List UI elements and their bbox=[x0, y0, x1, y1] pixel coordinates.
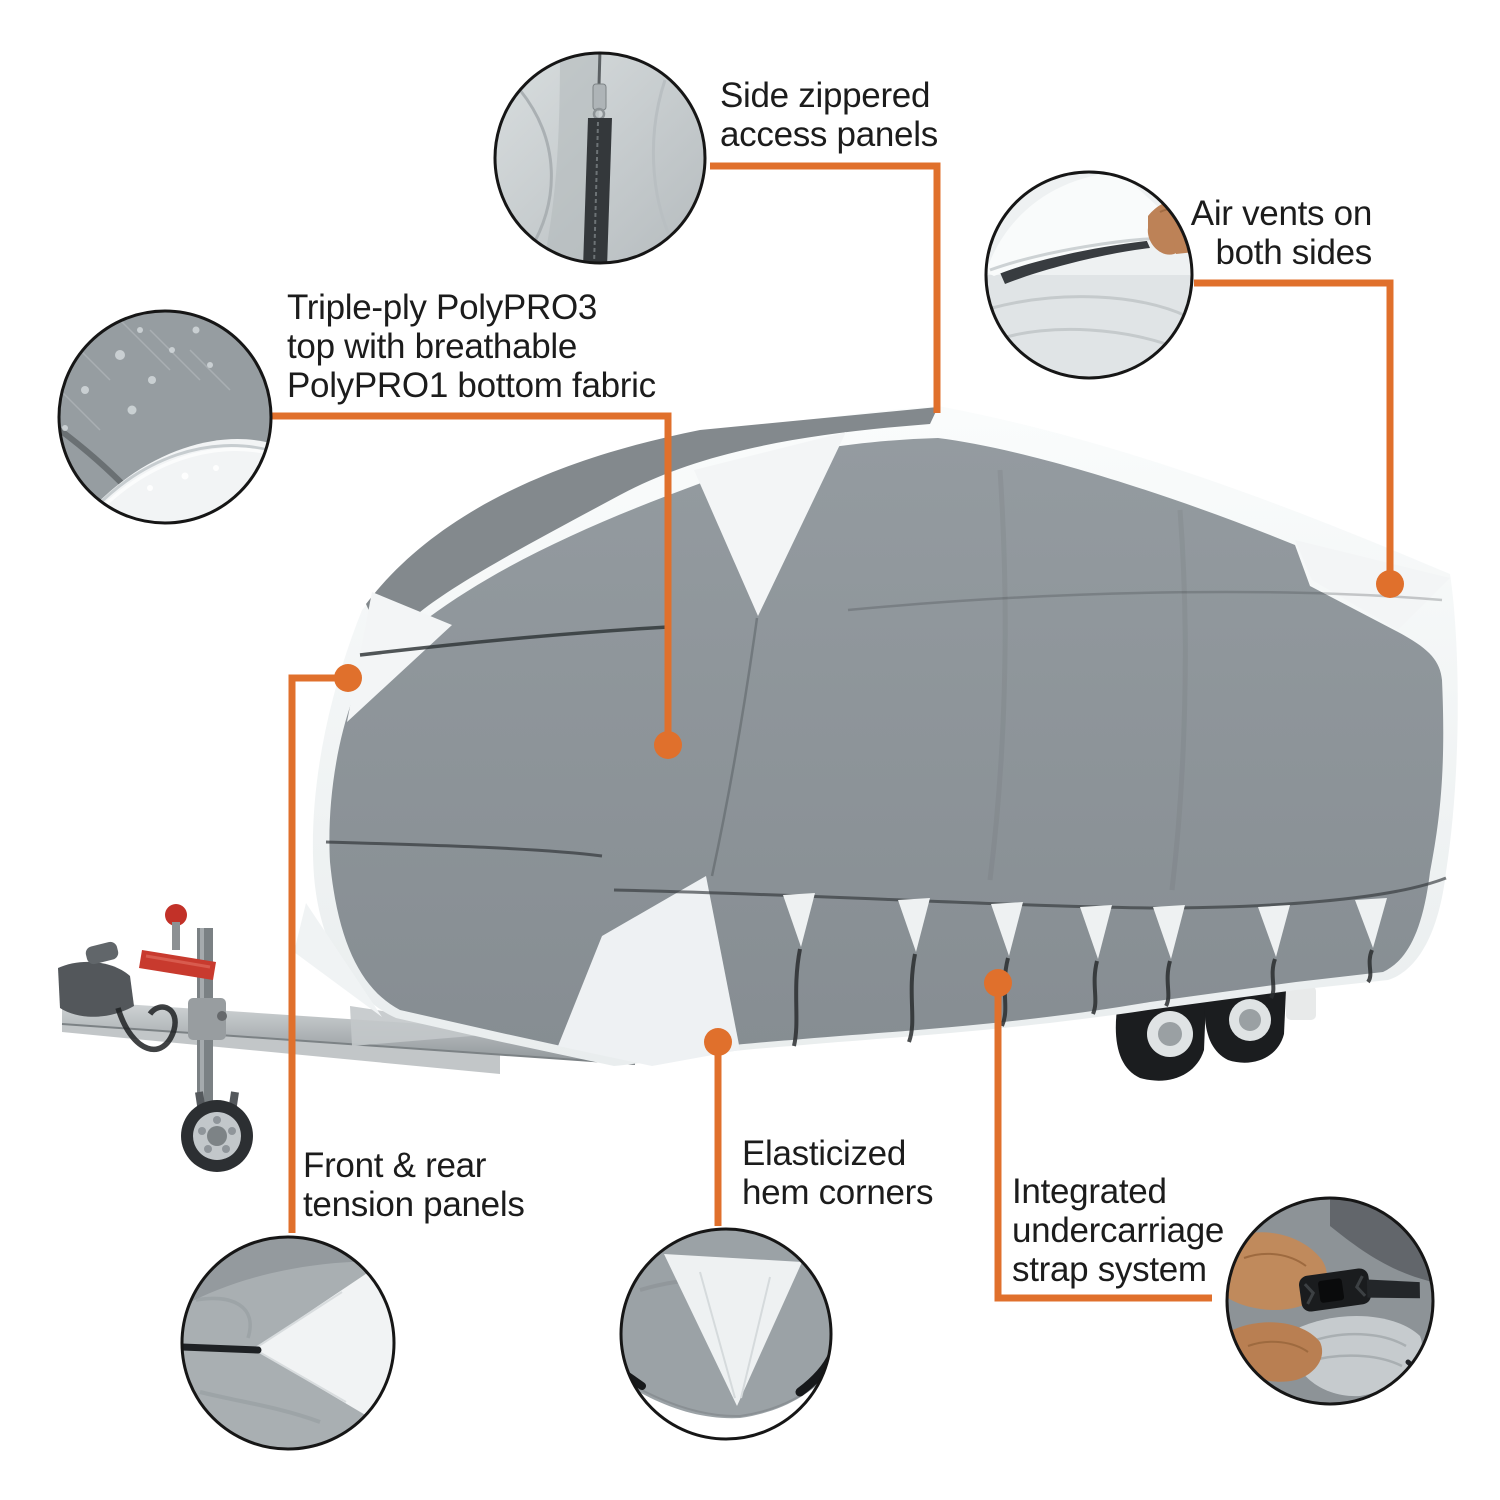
zipper-detail-photo bbox=[493, 51, 707, 265]
tension-panel-detail-photo bbox=[180, 1235, 396, 1451]
callout-line: top with breathable bbox=[287, 327, 578, 366]
callout-line: both sides bbox=[1215, 233, 1372, 272]
connector-side-zippered bbox=[710, 162, 941, 413]
callout-line: Side zippered bbox=[720, 76, 931, 115]
dot-strap-system bbox=[984, 969, 1012, 997]
connector-air-vents bbox=[1194, 279, 1394, 578]
cover-roof-panel bbox=[366, 407, 938, 640]
dot-triple-ply bbox=[654, 731, 682, 759]
callout-line: hem corners bbox=[742, 1173, 934, 1212]
callout-line: Triple-ply PolyPRO3 bbox=[287, 288, 598, 327]
callout-line: PolyPRO1 bottom fabric bbox=[287, 366, 656, 405]
front-bottom-white-wedge bbox=[294, 903, 382, 1017]
callout-line: Air vents on bbox=[1190, 194, 1373, 233]
top-center-white-wedge bbox=[694, 432, 846, 616]
strap-buckle-detail-photo bbox=[1225, 1196, 1435, 1406]
callout-elasticized-hem-corners: Elasticized hem corners bbox=[742, 1134, 934, 1212]
trailer-wheels bbox=[1115, 986, 1316, 1081]
front-top-white-wedge bbox=[347, 592, 452, 722]
callout-line: Integrated bbox=[1012, 1172, 1167, 1211]
callout-line: undercarriage bbox=[1012, 1211, 1225, 1250]
callout-dots bbox=[334, 570, 1404, 1056]
fabric-layers-detail-photo bbox=[57, 309, 273, 525]
fender-block bbox=[1286, 986, 1316, 1020]
callout-air-vents-both-sides: Air vents on both sides bbox=[1152, 194, 1373, 272]
callout-line: Front & rear bbox=[303, 1146, 487, 1185]
dot-hem-corners bbox=[704, 1028, 732, 1056]
dot-tension-panels bbox=[334, 664, 362, 692]
buckle bbox=[1299, 1268, 1420, 1312]
trailer-chassis bbox=[58, 904, 636, 1172]
hem-corner-detail-photo bbox=[619, 1227, 833, 1441]
breakaway-cable bbox=[115, 1004, 178, 1052]
hem-edge-black bbox=[795, 1349, 831, 1397]
white-hem-triangle bbox=[664, 1254, 802, 1406]
cover-seams bbox=[325, 590, 1447, 910]
vent-flap bbox=[986, 172, 1192, 276]
hitch-coupler bbox=[58, 961, 134, 1017]
callout-line: Elasticized bbox=[742, 1134, 906, 1173]
callout-line: tension panels bbox=[303, 1185, 525, 1224]
zipper-tape bbox=[583, 118, 612, 263]
front-center-white-hem bbox=[558, 876, 740, 1066]
cover-gray-body bbox=[329, 438, 1444, 1058]
connector-strap-system bbox=[994, 983, 1212, 1302]
connector-tension-panels bbox=[288, 674, 348, 1233]
callout-triple-ply-fabric: Triple-ply PolyPRO3 top with breathable … bbox=[287, 288, 656, 405]
tension-strap bbox=[182, 1343, 262, 1354]
red-jockey-knob bbox=[165, 904, 187, 926]
fabric-creases bbox=[987, 469, 1188, 891]
connector-triple-ply bbox=[272, 412, 672, 738]
white-tension-wedge bbox=[254, 1255, 394, 1432]
zipper-pull bbox=[592, 83, 607, 111]
dot-air-vents bbox=[1376, 570, 1404, 598]
rear-top-white-wedge bbox=[1295, 540, 1450, 630]
callout-side-zippered-access-panels: Side zippered access panels bbox=[720, 76, 938, 154]
hem-tension-triangles bbox=[783, 893, 1387, 1047]
caravan-cover bbox=[294, 406, 1458, 1066]
callout-integrated-undercarriage-strap-system: Integrated undercarriage strap system bbox=[1012, 1172, 1224, 1289]
callout-connectors bbox=[272, 162, 1394, 1302]
callout-line: access panels bbox=[720, 115, 938, 154]
callout-line: strap system bbox=[1012, 1250, 1207, 1289]
callout-front-rear-tension-panels: Front & rear tension panels bbox=[303, 1146, 525, 1224]
hem-strap-marks bbox=[792, 948, 1374, 1047]
jockey-clamp bbox=[188, 998, 226, 1040]
